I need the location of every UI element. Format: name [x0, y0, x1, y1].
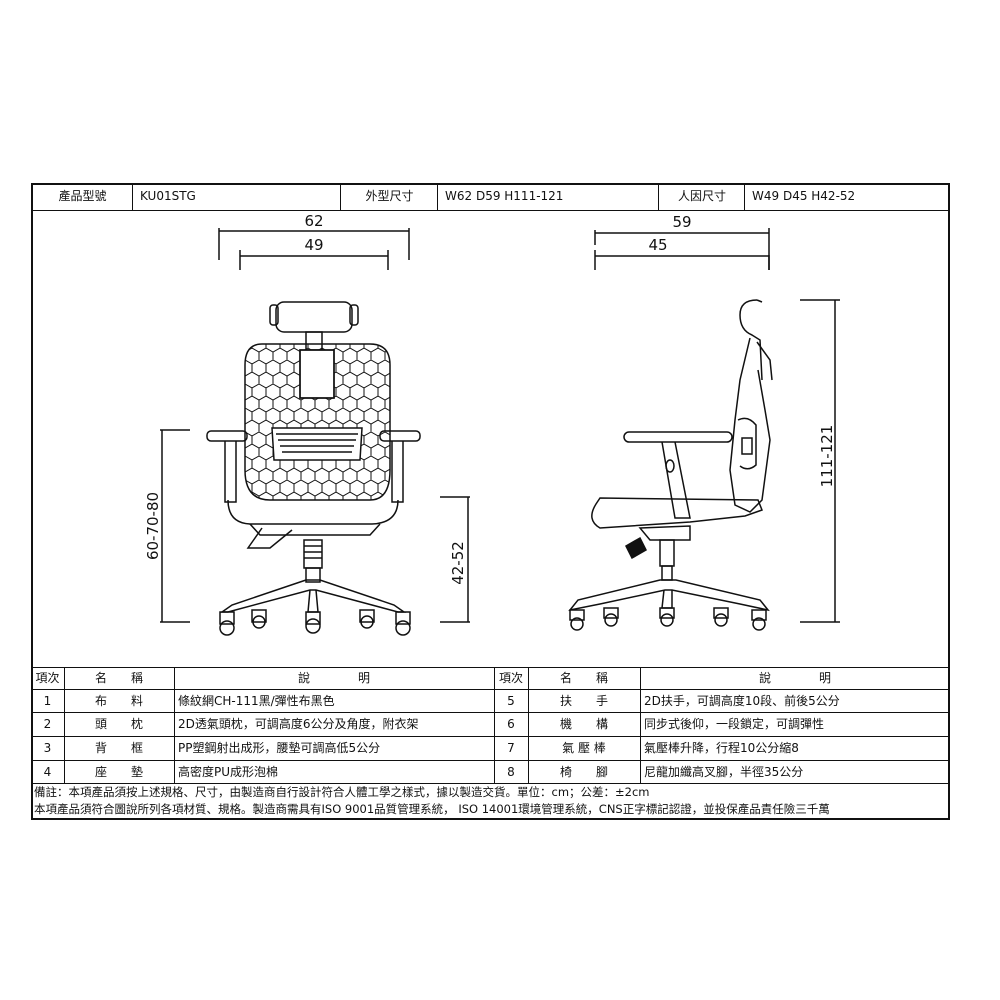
dim-front-seat-width: 49 — [304, 236, 324, 254]
ergo-label: 人因尺寸 — [677, 189, 726, 203]
th-name-right: 名 稱 — [559, 671, 608, 685]
row-index: 4 — [43, 765, 52, 779]
dim-seat-height: 42-52 — [449, 541, 467, 585]
dim-side-seat-depth: 45 — [648, 236, 668, 254]
side-dimension-lines — [594, 228, 840, 623]
dim-overall-height: 111-121 — [818, 424, 836, 488]
table-header-line — [31, 689, 950, 690]
side-armrest — [623, 431, 733, 443]
side-backrest — [729, 337, 771, 513]
front-base — [219, 579, 407, 613]
row-index: 1 — [43, 694, 52, 708]
row-name: 布 料 — [94, 694, 143, 708]
row-index: 7 — [507, 741, 515, 755]
side-view — [568, 299, 773, 631]
side-headrest — [739, 299, 763, 381]
row-desc: 同步式後仰，一段鎖定，可調彈性 — [644, 717, 825, 731]
col-sep-1 — [64, 667, 65, 783]
table-row-line-3 — [31, 760, 950, 761]
row-desc: 條紋網CH-111黑/彈性布黑色 — [178, 694, 335, 708]
table-bottom-line — [31, 783, 950, 784]
row-index: 5 — [507, 694, 515, 708]
note-line-1: 備註：本項產品須按上述規格、尺寸，由製造商自行設計符合人體工學之樣式，據以製造交… — [34, 785, 650, 799]
th-desc-right: 說 明 — [758, 671, 831, 685]
ergo-value: W49 D45 H42-52 — [752, 189, 856, 203]
spec-sheet — [31, 183, 950, 820]
header-sep-5 — [744, 183, 745, 210]
side-base — [568, 579, 770, 612]
front-armrest-left — [206, 430, 248, 442]
table-top-line — [31, 667, 950, 668]
side-casters — [569, 607, 767, 631]
row-desc: 高密度PU成形泡棉 — [178, 765, 279, 779]
col-sep-2 — [174, 667, 175, 783]
row-desc: 氣壓棒升降，行程10公分縮8 — [644, 741, 799, 755]
dim-front-overall-width: 62 — [304, 212, 324, 230]
front-seat — [227, 499, 399, 525]
row-name: 背 框 — [94, 741, 143, 755]
model-label: 產品型號 — [58, 189, 107, 203]
th-index-right: 項次 — [498, 671, 523, 685]
row-name: 扶 手 — [559, 694, 608, 708]
col-sep-3 — [494, 667, 495, 783]
col-sep-5 — [640, 667, 641, 783]
row-desc: 尼龍加纖高叉腳，半徑35公分 — [644, 765, 804, 779]
size-value: W62 D59 H111-121 — [445, 189, 564, 203]
header-sep-3 — [437, 183, 438, 210]
model-value: KU01STG — [140, 189, 196, 203]
header-sep-1 — [132, 183, 133, 210]
row-name: 頭 枕 — [94, 717, 143, 731]
col-sep-4 — [528, 667, 529, 783]
row-desc: PP塑鋼射出成形，腰墊可調高低5公分 — [178, 741, 381, 755]
th-index-left: 項次 — [35, 671, 60, 685]
row-index: 6 — [507, 717, 515, 731]
row-index: 2 — [43, 717, 52, 731]
row-name: 座 墊 — [94, 765, 143, 779]
row-desc: 2D透氣頭枕，可調高度6公分及角度，附衣架 — [178, 717, 419, 731]
row-index: 3 — [43, 741, 52, 755]
side-seat — [591, 497, 763, 529]
front-armrest-right — [379, 430, 421, 442]
header-sep-4 — [658, 183, 659, 210]
front-view — [206, 301, 421, 636]
table-row-line-2 — [31, 736, 950, 737]
row-desc: 2D扶手，可調高度10段、前後5公分 — [644, 694, 840, 708]
th-name-left: 名 稱 — [94, 671, 143, 685]
size-label: 外型尺寸 — [365, 189, 414, 203]
front-casters — [219, 609, 411, 636]
front-dimension-lines — [160, 228, 470, 623]
dim-armrest-height: 60-70-80 — [144, 491, 162, 561]
dim-side-overall-depth: 59 — [672, 213, 692, 231]
row-name: 氣 壓 棒 — [562, 741, 606, 755]
header-divider — [31, 210, 950, 211]
header-sep-2 — [340, 183, 341, 210]
table-row-line-1 — [31, 712, 950, 713]
row-index: 8 — [507, 765, 515, 779]
th-desc-left: 說 明 — [297, 671, 370, 685]
front-headrest — [275, 301, 353, 333]
row-name: 椅 腳 — [559, 765, 608, 779]
note-line-2: 本項產品須符合圖說所列各項材質、規格。製造商需具有ISO 9001品質管理系統，… — [34, 802, 830, 816]
row-name: 機 構 — [559, 717, 608, 731]
